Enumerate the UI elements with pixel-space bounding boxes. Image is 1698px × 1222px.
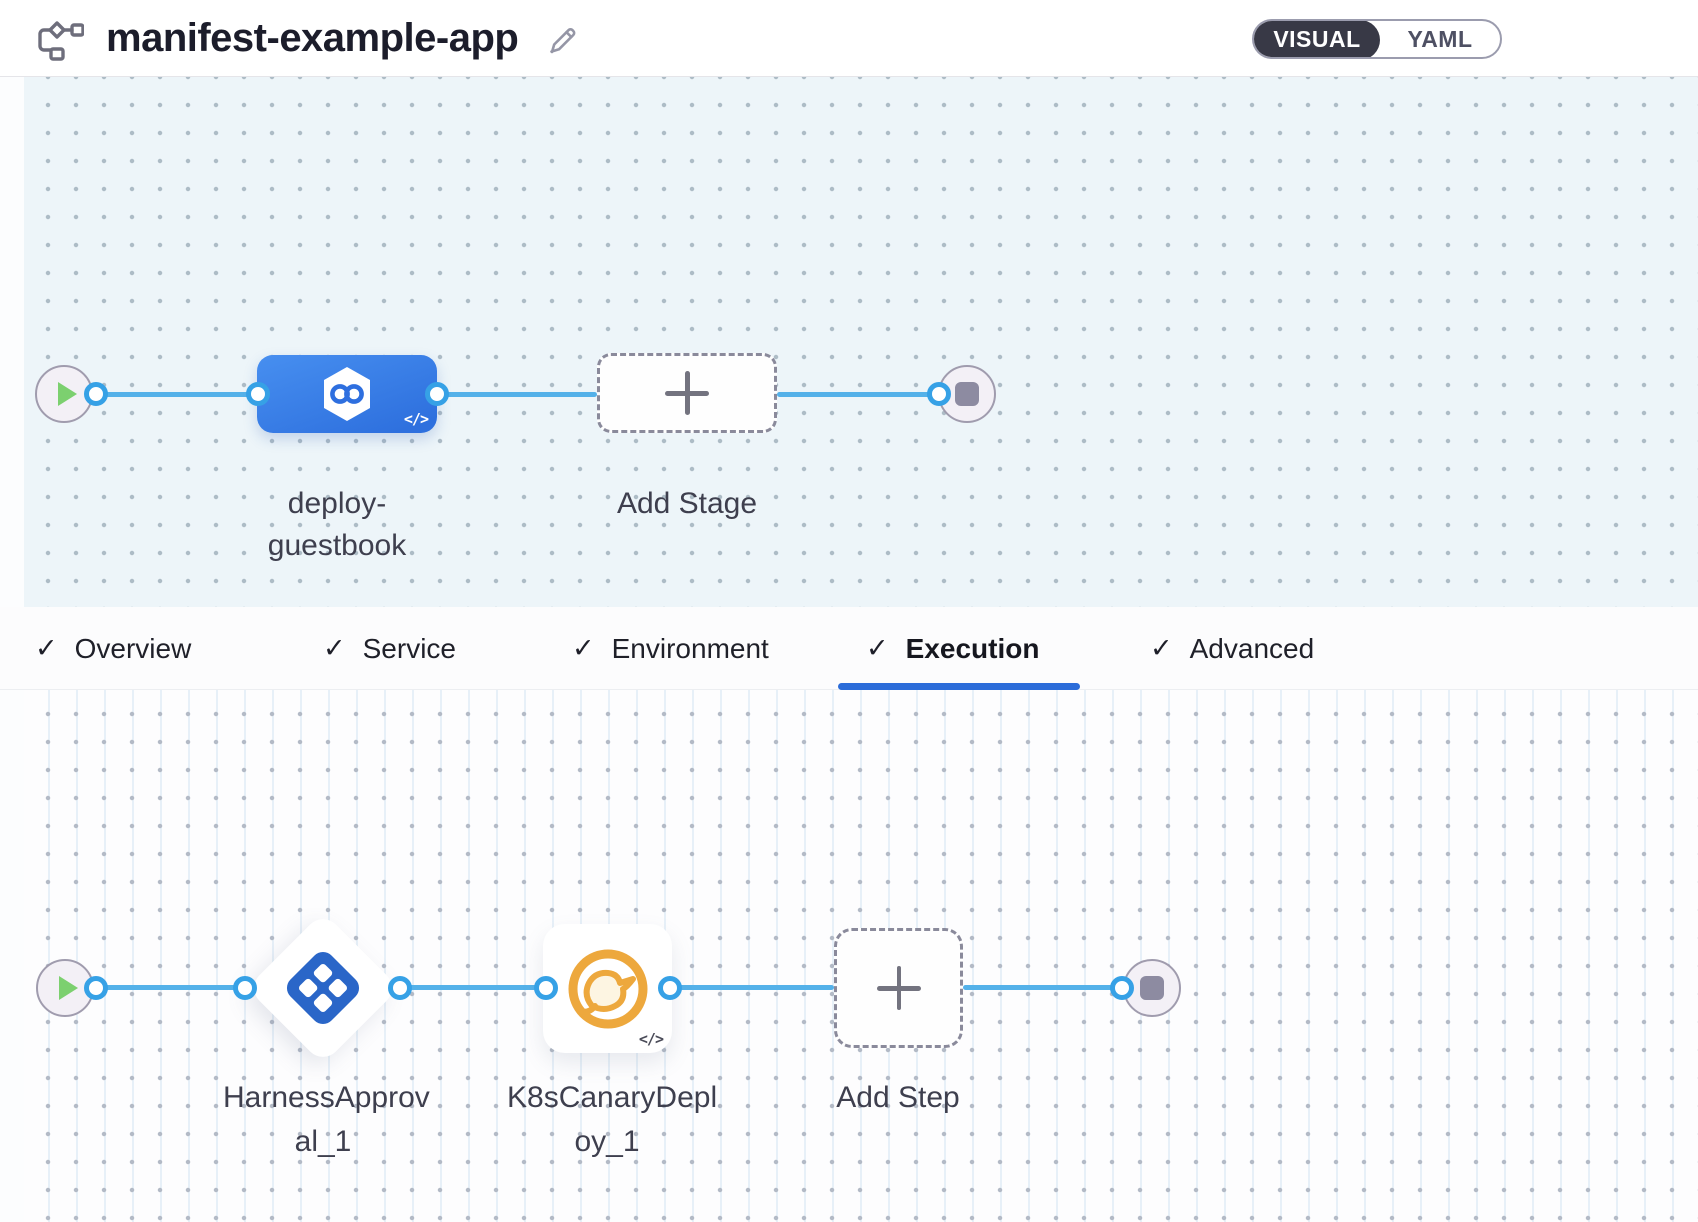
play-icon — [59, 976, 78, 1000]
tab-execution[interactable]: ✓ Execution — [866, 632, 1040, 664]
plus-icon — [876, 966, 921, 1010]
check-icon: ✓ — [323, 633, 346, 663]
pipe-start-to-approval — [96, 985, 245, 990]
connector-ring — [84, 976, 108, 1000]
stop-icon — [955, 382, 979, 406]
connector-ring — [388, 976, 412, 1000]
check-icon: ✓ — [1150, 633, 1173, 663]
canary-bird-icon — [561, 942, 655, 1036]
pipe-approval-to-canary — [400, 985, 546, 990]
plus-icon — [665, 371, 709, 415]
pipe-addstage-to-end — [777, 392, 939, 397]
pipe-stage-to-addstage — [437, 392, 597, 397]
active-tab-underline — [838, 683, 1080, 690]
check-icon: ✓ — [866, 633, 889, 663]
page-title: manifest-example-app — [106, 15, 519, 60]
stop-icon — [1140, 976, 1164, 1000]
code-badge-icon[interactable]: </> — [638, 1030, 664, 1048]
stage-node-deploy-guestbook[interactable]: </> — [257, 355, 437, 433]
canary-step-label: K8sCanaryDepl oy_1 — [507, 1076, 718, 1164]
tab-overview[interactable]: ✓ Overview — [35, 632, 192, 664]
toggle-yaml-button[interactable]: YAML — [1407, 25, 1473, 52]
code-badge-icon[interactable]: </> — [403, 410, 429, 428]
step-node-k8s-canary-deploy[interactable]: </> — [543, 924, 672, 1053]
canary-step-label-line1: K8sCanaryDepl — [507, 1081, 718, 1114]
deployment-hexagon-infinity-icon — [321, 365, 373, 423]
toggle-visual-button[interactable]: VISUAL — [1273, 25, 1361, 52]
approval-step-label: HarnessApprov al_1 — [223, 1076, 430, 1164]
pipe-addstep-to-end — [963, 985, 1122, 990]
add-stage-button[interactable] — [597, 353, 777, 433]
toggle-active-thumb — [1254, 21, 1380, 57]
connector-ring — [1110, 976, 1134, 1000]
stage-label: deploy- guestbook — [237, 483, 437, 567]
connector-ring — [658, 976, 682, 1000]
tab-advanced[interactable]: ✓ Advanced — [1150, 632, 1315, 664]
canvas-left-strip — [0, 690, 24, 1222]
pencil-icon[interactable] — [544, 22, 580, 58]
pipeline-start-node — [35, 365, 93, 423]
tab-service[interactable]: ✓ Service — [323, 632, 456, 664]
connector-ring — [84, 382, 108, 406]
canvas-left-strip — [0, 77, 24, 607]
add-step-label: Add Step — [836, 1081, 960, 1114]
step-node-harness-approval[interactable] — [246, 911, 400, 1065]
approval-step-label-line2: al_1 — [294, 1125, 352, 1158]
pipe-canary-to-addstep — [670, 985, 834, 990]
stage-label-line1: deploy- — [287, 487, 387, 520]
play-icon — [58, 382, 77, 406]
tab-environment[interactable]: ✓ Environment — [572, 632, 769, 664]
connector-ring — [425, 382, 449, 406]
check-icon: ✓ — [572, 633, 595, 663]
pipe-start-to-stage — [96, 392, 258, 397]
execution-graph-canvas[interactable]: </> HarnessApprov al_1 K8sCanaryDepl oy_… — [0, 690, 1698, 1222]
check-icon: ✓ — [35, 633, 58, 663]
stage-config-tabbar: ✓ Overview ✓ Service ✓ Environment ✓ Exe… — [0, 607, 1698, 690]
connector-ring — [927, 382, 951, 406]
approval-diamond-icon — [281, 946, 365, 1030]
connector-ring — [246, 382, 270, 406]
add-stage-label: Add Stage — [616, 487, 758, 520]
stage-label-line2: guestbook — [267, 529, 407, 562]
approval-step-label-line1: HarnessApprov — [223, 1081, 430, 1114]
view-mode-toggle: VISUAL YAML — [1252, 19, 1502, 59]
header: manifest-example-app VISUAL YAML — [0, 0, 1698, 77]
canary-step-label-line2: oy_1 — [574, 1125, 640, 1158]
connector-ring — [534, 976, 558, 1000]
add-step-button[interactable] — [834, 928, 963, 1048]
pipeline-icon — [30, 15, 84, 61]
stage-graph-canvas[interactable]: </> deploy- guestbook Add Stage — [0, 77, 1698, 607]
connector-ring — [233, 976, 257, 1000]
